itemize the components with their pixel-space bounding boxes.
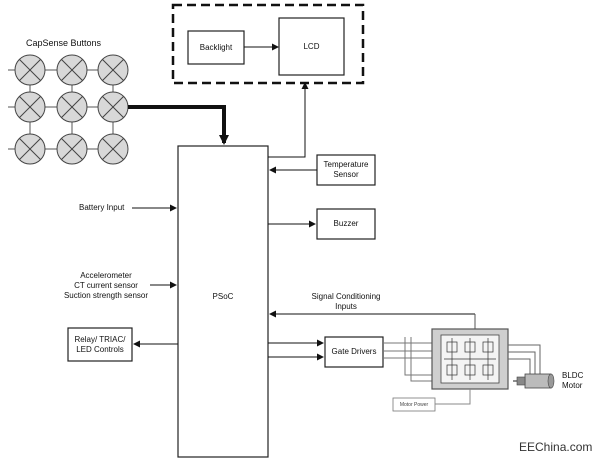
relay-label: Relay/ TRIAC/ LED Controls: [74, 334, 126, 354]
psoc-label: PSoC: [212, 292, 234, 301]
capsense-button-group: [14, 54, 129, 165]
capsense-button-5: [56, 91, 88, 123]
capsense-button-9: [97, 133, 129, 165]
capsense-button-8: [56, 133, 88, 165]
relay-box: [67, 327, 133, 362]
psoc-block: [177, 145, 269, 458]
inverter-switches: [444, 338, 496, 380]
backlight-label: Backlight: [199, 42, 233, 52]
capsense-button-3: [97, 54, 129, 86]
capsense-button-6: [97, 91, 129, 123]
capsense-button-7: [14, 133, 46, 165]
capsense-label: CapSense Buttons: [26, 38, 102, 48]
motor-power-label: Motor Power: [399, 401, 429, 408]
bldc-motor-label: BLDC Motor: [562, 371, 584, 390]
capsense-button-1: [14, 54, 46, 86]
buzzer-box: [316, 208, 376, 240]
display-group-dashed-box: [171, 3, 365, 85]
buzzer-label: Buzzer: [333, 219, 359, 228]
bldc-motor-graphic: [513, 373, 555, 389]
gate-drivers-box: [324, 336, 384, 368]
gate-drivers-label: Gate Drivers: [331, 347, 377, 356]
motor-power-wire: [435, 389, 471, 405]
capsense-button-2: [56, 54, 88, 86]
backlight-box: [187, 30, 245, 65]
battery-input-label: Battery Input: [79, 203, 125, 212]
capsense-button-4: [14, 91, 46, 123]
temperature-sensor-label: Temperature Sensor: [323, 160, 369, 179]
gate-driver-wires: [383, 337, 432, 382]
lcd-label: LCD: [303, 41, 320, 51]
lcd-box: [278, 17, 345, 76]
capsense-to-psoc-arrow: [128, 105, 229, 145]
temperature-sensor-box: [316, 154, 376, 186]
motor-wires: [508, 344, 541, 375]
signal-conditioning-label: Signal Conditioning Inputs: [311, 292, 381, 311]
sensors-label: Accelerometer CT current sensor Suction …: [63, 271, 149, 300]
psoc-to-lcd-arrow: [268, 82, 309, 158]
watermark: EEChina.com: [519, 440, 593, 454]
